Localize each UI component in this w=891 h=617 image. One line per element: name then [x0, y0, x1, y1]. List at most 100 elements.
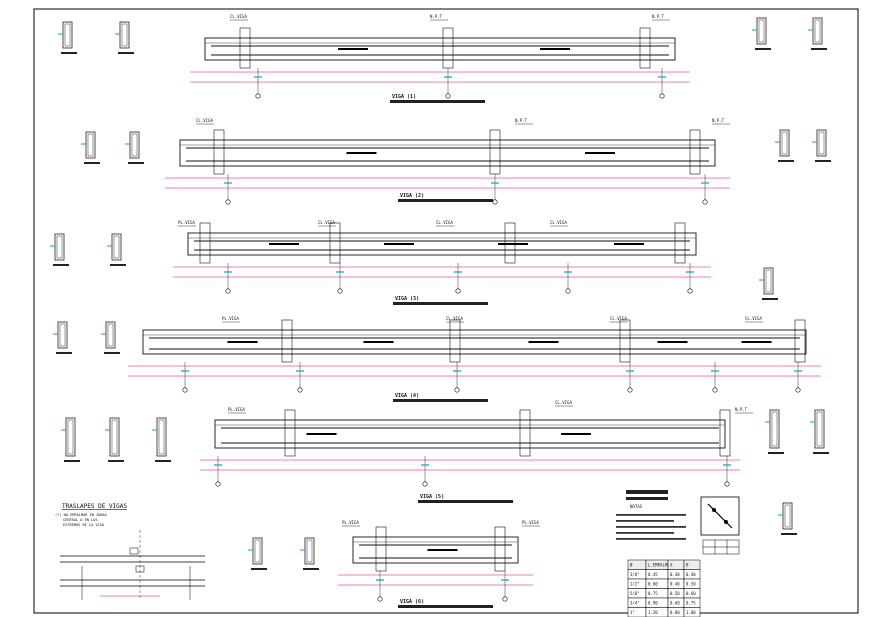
column [639, 27, 651, 69]
level-label: PL.VIGA [522, 520, 539, 525]
section-outline [779, 129, 790, 157]
section-label-bar [755, 48, 771, 50]
beam-section [775, 129, 794, 162]
section-outline [782, 502, 793, 530]
table-value: 0.50 [670, 591, 680, 596]
beam-title: VIGA (4) [395, 393, 419, 399]
axis-bubble [422, 481, 428, 487]
table-value: 1.20 [648, 610, 658, 615]
stirrup [306, 539, 313, 563]
axis-bubble [724, 481, 730, 487]
section-label-bar [104, 352, 120, 354]
beam-section [248, 537, 267, 570]
axis-bubble [492, 199, 498, 205]
column [375, 526, 387, 572]
section-label-bar [303, 568, 319, 570]
section-outline [57, 321, 68, 349]
table-cell [683, 607, 701, 617]
level-label: CL.VIGA [196, 118, 213, 123]
column [674, 222, 686, 264]
table-header: L.EMPALME [648, 563, 670, 568]
note-line [616, 514, 686, 516]
column [719, 409, 731, 457]
beam-section [778, 502, 797, 535]
beam-outline [179, 139, 716, 167]
title-underline [418, 500, 513, 503]
section-label-bar [110, 264, 126, 266]
axis-bubble [297, 387, 303, 393]
column [281, 319, 293, 363]
level-label: PL.VIGA [178, 220, 195, 225]
axis-bubble [712, 387, 718, 393]
beam-outline [142, 329, 807, 355]
section-label-bar [762, 298, 778, 300]
axis-bubble [659, 93, 665, 99]
level-label: N.P.T [652, 14, 665, 19]
section-label-bar [84, 162, 100, 164]
stirrup [781, 131, 788, 155]
section-label-bar [56, 352, 72, 354]
beam-section [50, 233, 69, 266]
beam-outline [214, 419, 726, 449]
beam-section [58, 21, 77, 54]
traslapes-detail: TRASLAPES DE VIGAS (*) NO EMPALMAR EN ZO… [55, 503, 205, 600]
column [284, 409, 296, 457]
title-underline [390, 100, 485, 103]
section-outline [814, 409, 825, 449]
section-outline [105, 321, 116, 349]
level-label: CL.VIGA [446, 316, 463, 321]
table-value: 0.75 [648, 591, 658, 596]
beam-section [300, 537, 319, 570]
axis-bubble [225, 288, 231, 294]
stirrup [113, 235, 120, 259]
column [519, 409, 531, 457]
beam-outline [187, 232, 697, 256]
section-label-bar [813, 452, 829, 454]
notes-title: NOTAS [630, 504, 643, 509]
section-label-bar [768, 452, 784, 454]
table-value: 3/4" [630, 601, 640, 606]
beam-title: VIGA (1) [392, 94, 416, 100]
stirrup [158, 419, 165, 455]
section-outline [62, 21, 73, 49]
traslapes-note-1: (*) NO EMPALMAR EN ZONAS [55, 513, 107, 517]
beam-section [53, 321, 72, 354]
axis-bubble [454, 387, 460, 393]
level-label: N.P.T [735, 407, 748, 412]
axis-bubble [565, 288, 571, 294]
stirrup [765, 269, 772, 293]
section-label-bar [781, 533, 797, 535]
stirrup [121, 23, 128, 47]
beam-section [152, 417, 171, 462]
column [489, 129, 501, 175]
column [794, 319, 806, 363]
table-value: 5/8" [630, 591, 640, 596]
column [449, 319, 461, 363]
section-outline [816, 129, 827, 157]
beam-title: VIGA (2) [400, 193, 424, 199]
axis-bubble [455, 288, 461, 294]
section-outline [763, 267, 774, 295]
section-label-bar [64, 460, 80, 462]
axis-bubble [182, 387, 188, 393]
traslapes-title: TRASLAPES DE VIGAS [62, 503, 127, 510]
sheet-border [33, 8, 859, 614]
stirrup [67, 419, 74, 455]
table-value: 0.90 [648, 601, 658, 606]
table-header: Ø [630, 563, 633, 568]
beam-section [115, 21, 134, 54]
section-outline [252, 537, 263, 565]
section-label-bar [118, 52, 134, 54]
axis-bubble [702, 199, 708, 205]
section-outline [54, 233, 65, 261]
stirrup [758, 19, 765, 43]
title-underline [393, 302, 488, 305]
level-label: CL.VIGA [550, 220, 567, 225]
axis-bubble [215, 481, 221, 487]
column [442, 27, 454, 69]
notes-block: NOTAS [616, 490, 686, 540]
axis-bubble [225, 199, 231, 205]
stirrup [56, 235, 63, 259]
